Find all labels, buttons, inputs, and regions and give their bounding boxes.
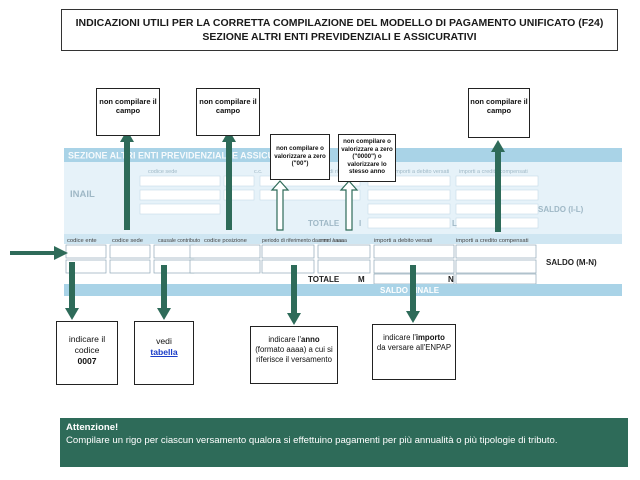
- inail-col-3: numero di riferimento: [309, 169, 361, 175]
- totale-m-label: TOTALE: [308, 275, 340, 284]
- note-bottom-3: indicare l'anno (formato aaaa) a cui si …: [250, 326, 338, 384]
- saldo-mn-label: SALDO (M-N): [546, 258, 597, 267]
- col-codice-ente: codice ente: [67, 238, 97, 244]
- note-top-3: non compilare il campo: [468, 88, 530, 138]
- form-section-title: SEZIONE ALTRI ENTI PREVIDENZIALI E ASSIC…: [68, 151, 303, 161]
- col-debito: importi a debito versati: [374, 238, 432, 244]
- note-top-2: non compilare il campo: [196, 88, 260, 136]
- note-mid-2: non compilare o valorizzare a zero ("000…: [338, 134, 396, 182]
- note-mid-1: non compilare o valorizzare a zero ("00"…: [270, 134, 330, 180]
- col-causale: causale contributo: [158, 238, 200, 244]
- inail-label: INAIL: [70, 189, 95, 200]
- col-codice-sede: codice sede: [112, 238, 143, 244]
- title-line-1: INDICAZIONI UTILI PER LA CORRETTA COMPIL…: [75, 17, 604, 29]
- attention-title: Attenzione!: [66, 422, 119, 433]
- saldo-il-label: SALDO (I-L): [538, 205, 584, 214]
- title-line-2: SEZIONE ALTRI ENTI PREVIDENZIALI E ASSIC…: [202, 31, 477, 43]
- note-bottom-2: vedi tabella: [134, 321, 194, 385]
- col-periodo-a: a mm / aaaa: [318, 238, 347, 244]
- left-pointer-arrow: [10, 246, 68, 260]
- inail-col-4: importi a debito versati: [394, 169, 449, 175]
- attention-box: Attenzione! Compilare un rigo per ciascu…: [60, 418, 628, 467]
- l-letter: L: [452, 219, 457, 228]
- page-title: INDICAZIONI UTILI PER LA CORRETTA COMPIL…: [61, 9, 618, 51]
- ente-code: 0007: [77, 356, 97, 366]
- inail-col-5: importi a credito compensati: [459, 169, 528, 175]
- f24-form: SEZIONE ALTRI ENTI PREVIDENZIALI E ASSIC…: [64, 148, 622, 296]
- note-bottom-4: indicare l'importo da versare all'ENPAP: [372, 324, 456, 380]
- inail-col-2: c.c.: [254, 169, 263, 175]
- totale-i-letter: I: [359, 219, 361, 228]
- totale-m-letter: M: [358, 275, 365, 284]
- note-top-1: non compilare il campo: [96, 88, 160, 136]
- saldo-finale-label: SALDO FINALE: [380, 286, 440, 295]
- note-bottom-1: indicare il codice 0007: [56, 321, 118, 385]
- col-periodo-da: periodo di riferimento da mm / aaaa: [262, 238, 344, 244]
- inail-col-1: codice sede: [148, 169, 177, 175]
- n-letter: N: [448, 275, 454, 284]
- col-credito: importi a credito compensati: [456, 238, 529, 244]
- attention-text: Compilare un rigo per ciascun versamento…: [66, 435, 558, 446]
- totale-il-label: TOTALE: [308, 219, 340, 228]
- col-codice-posizione: codice posizione: [204, 238, 247, 244]
- tabella-link[interactable]: tabella: [150, 347, 178, 357]
